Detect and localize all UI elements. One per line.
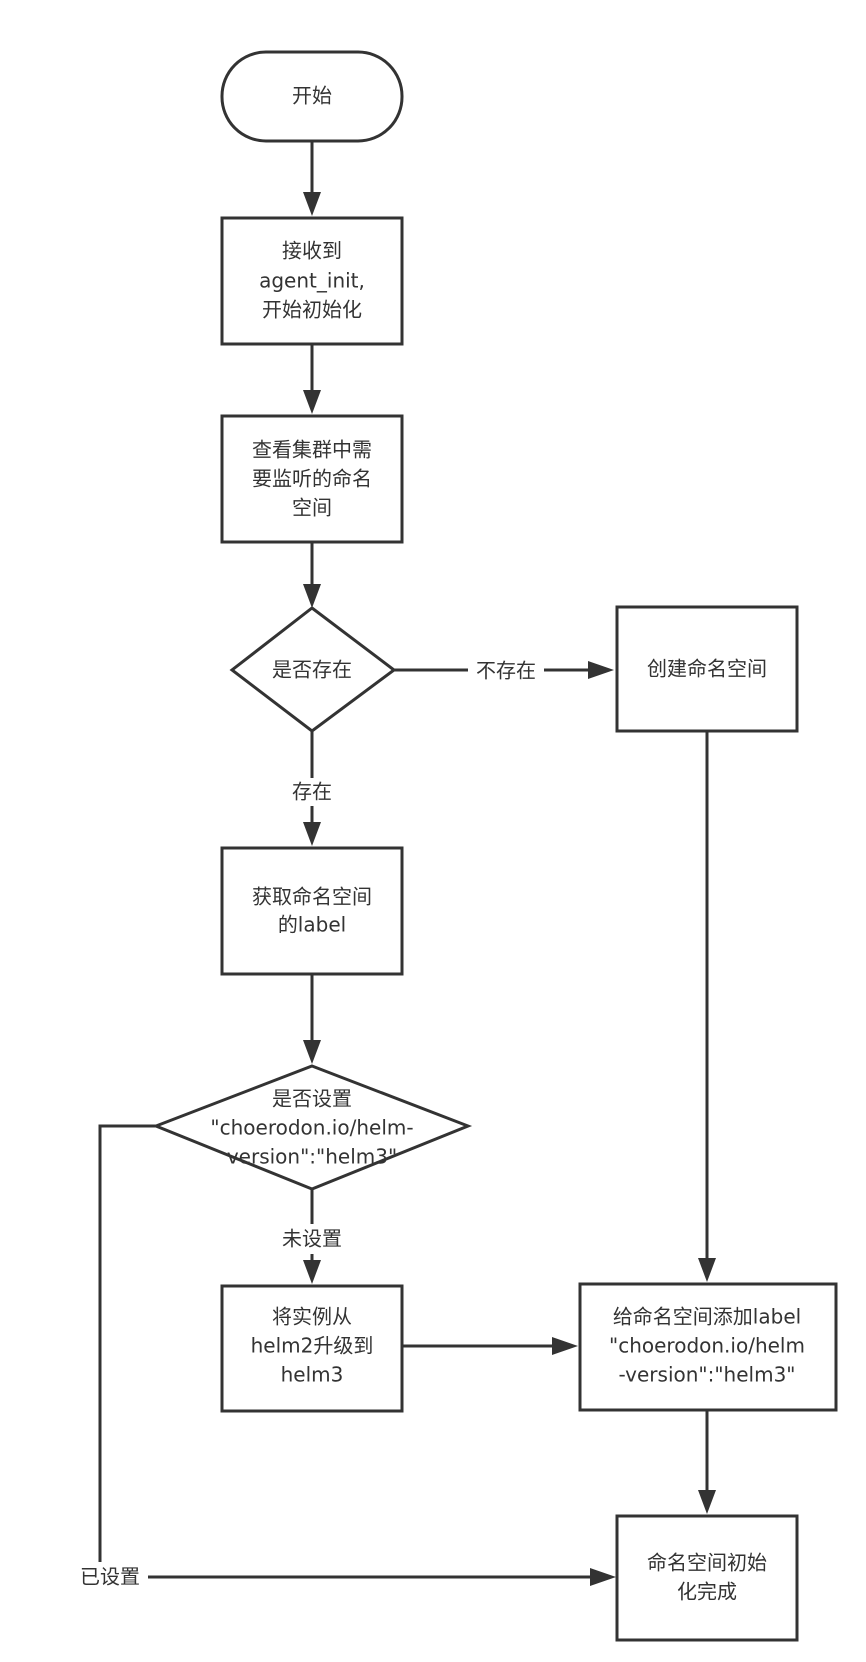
node-upgrade-instances-line-2: helm3: [281, 1363, 344, 1387]
node-get-label-line-1: 的label: [278, 913, 346, 937]
node-init-complete-line-1: 化完成: [677, 1580, 737, 1604]
node-create-namespace: 创建命名空间: [615, 605, 799, 733]
node-add-label-line-1: "choerodon.io/helm: [609, 1334, 805, 1358]
node-upgrade-instances: 将实例从 helm2升级到 helm3: [220, 1284, 404, 1413]
arrowhead: [303, 1040, 321, 1064]
edge-label-not-set: 未设置: [282, 1227, 342, 1251]
node-start: 开始: [220, 50, 404, 143]
arrowhead: [303, 192, 321, 216]
arrowhead: [303, 584, 321, 608]
node-receive-init-line-1: agent_init,: [259, 269, 365, 293]
node-exists-decision: 是否存在: [229, 606, 397, 733]
node-check-namespaces-line-0: 查看集群中需: [252, 438, 372, 462]
node-check-namespaces: 查看集群中需 要监听的命名 空间: [220, 414, 404, 544]
arrowhead: [303, 1260, 321, 1284]
edge-label-set: [98, 1124, 608, 1579]
edges: [98, 141, 716, 1586]
edge-label-set: 已设置: [80, 1565, 140, 1589]
node-get-label: 获取命名空间 的label: [220, 846, 404, 976]
node-receive-init: 接收到 agent_init, 开始初始化: [220, 216, 404, 346]
node-upgrade-instances-line-1: helm2升级到: [251, 1334, 374, 1358]
arrowhead: [303, 390, 321, 414]
node-label-decision-line-0: 是否设置: [272, 1087, 352, 1111]
node-start-line-0: 开始: [292, 84, 332, 108]
node-label-decision-line-2: version":"helm3": [227, 1145, 397, 1169]
arrowhead: [698, 1490, 716, 1514]
node-upgrade-instances-line-0: 将实例从: [272, 1305, 352, 1329]
node-add-label-line-0: 给命名空间添加label: [613, 1305, 801, 1329]
node-label-decision: 是否设置 "choerodon.io/helm- version":"helm3…: [151, 1064, 473, 1191]
node-receive-init-line-2: 开始初始化: [262, 298, 362, 322]
arrowhead: [588, 661, 614, 679]
arrowhead: [552, 1337, 578, 1355]
node-check-namespaces-line-2: 空间: [292, 496, 332, 520]
node-add-label: 给命名空间添加label "choerodon.io/helm -version…: [578, 1282, 838, 1412]
node-label-decision-line-1: "choerodon.io/helm-: [210, 1116, 413, 1140]
edge-labels: 不存在 存在 未设置 已设置: [72, 656, 544, 1592]
node-receive-init-line-0: 接收到: [282, 239, 342, 263]
node-get-label-line-0: 获取命名空间: [252, 885, 372, 909]
node-check-namespaces-line-1: 要监听的命名: [252, 467, 372, 491]
node-init-complete: 命名空间初始 化完成: [615, 1514, 799, 1642]
edge-label-exists: 存在: [292, 780, 332, 804]
node-init-complete-line-0: 命名空间初始: [647, 1551, 767, 1575]
arrowhead: [590, 1568, 616, 1586]
edge-label-not-exists: 不存在: [476, 659, 536, 683]
node-add-label-line-2: -version":"helm3": [618, 1363, 795, 1387]
node-create-namespace-line-0: 创建命名空间: [647, 657, 767, 681]
nodes: 开始 接收到 agent_init, 开始初始化 查看集群中需 要监听的命名 空…: [151, 50, 838, 1642]
arrowhead: [698, 1258, 716, 1282]
arrowhead: [303, 822, 321, 846]
node-exists-decision-line-0: 是否存在: [272, 658, 352, 682]
